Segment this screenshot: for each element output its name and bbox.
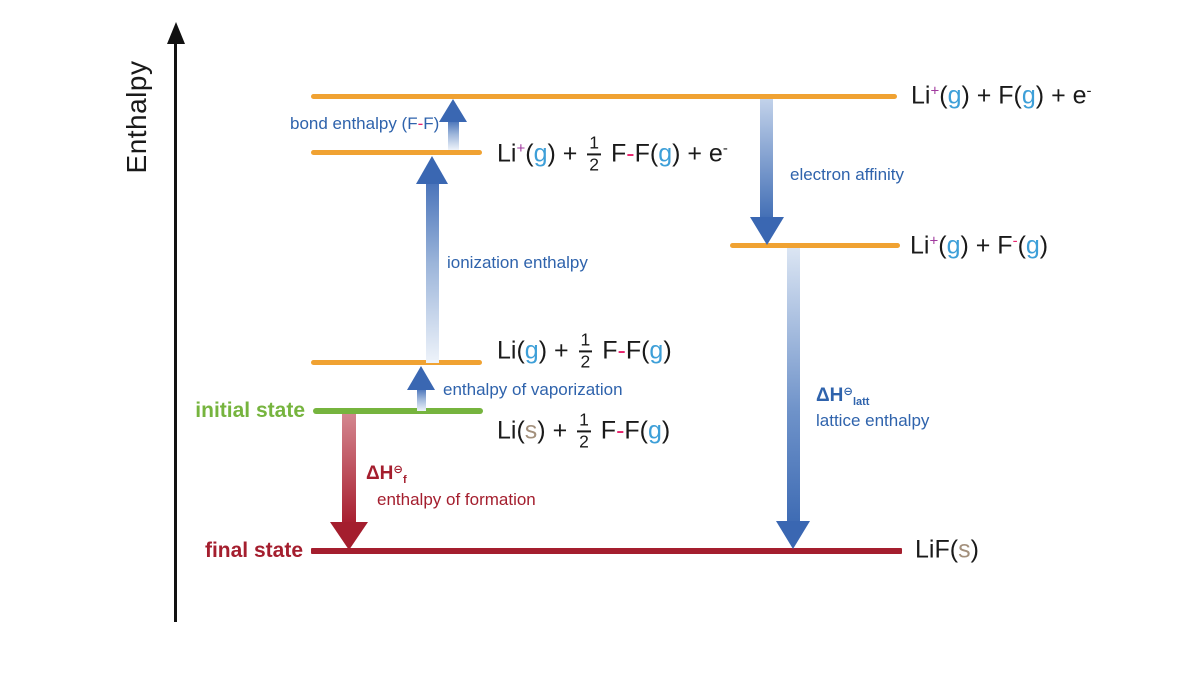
lattice-enthalpy-symbol: ΔH⊖latt <box>816 385 870 409</box>
bond-enthalpy-arrow-shaft <box>448 121 459 150</box>
lattice-enthalpy-arrow-head-icon <box>776 521 810 549</box>
vaporization-enthalpy-label: enthalpy of vaporization <box>443 380 623 399</box>
formation-arrow-shaft <box>342 414 356 523</box>
electron-affinity-arrow-head-icon <box>750 217 784 245</box>
formula-final-state: LiF(s) <box>915 535 979 564</box>
level-gas-ion-molecule-electron <box>311 150 482 155</box>
level-ion-pair <box>730 243 900 248</box>
enthalpy-axis-line <box>174 38 177 622</box>
ionization-enthalpy-label: ionization enthalpy <box>447 253 588 272</box>
vaporization-arrow-shaft <box>417 389 426 411</box>
formula-ion-pair: Li+(g) + F-(g) <box>910 231 1049 260</box>
electron-affinity-label: electron affinity <box>790 165 905 184</box>
lattice-enthalpy-arrow-shaft <box>787 248 800 522</box>
enthalpy-axis-label: Enthalpy <box>121 60 152 174</box>
level-gas-ion-atom-electron <box>311 94 897 99</box>
level-gas-atom-molecule <box>311 360 482 365</box>
bond-enthalpy-arrow-head-icon <box>439 99 467 122</box>
level-initial-state <box>313 408 483 414</box>
vaporization-arrow-head-icon <box>407 366 435 390</box>
bond-enthalpy-label: bond enthalpy (F-F) <box>290 114 440 133</box>
formula-gas-ion-atom-electron: Li+(g) + F(g) + e- <box>911 81 1092 110</box>
ionization-arrow-head-icon <box>416 156 448 184</box>
electron-affinity-arrow-shaft <box>760 99 773 217</box>
level-final-state <box>311 548 902 554</box>
lattice-enthalpy-label: lattice enthalpy <box>816 411 930 430</box>
ionization-arrow-shaft <box>426 183 439 363</box>
formation-enthalpy-symbol: ΔH⊖f <box>366 463 407 487</box>
formation-arrow-head-icon <box>330 522 368 550</box>
enthalpy-axis-arrowhead-icon <box>167 22 185 44</box>
initial-state-label: initial state <box>195 399 305 422</box>
final-state-label: final state <box>204 539 303 562</box>
formation-enthalpy-label: enthalpy of formation <box>377 490 536 509</box>
